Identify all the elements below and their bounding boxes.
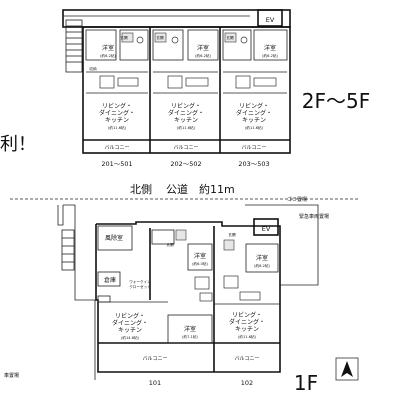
ground-unit-number-1: 101 <box>149 379 161 387</box>
unit-201-ldk-size: (約11.6帖) <box>108 125 127 130</box>
emergency-parking: 緊急車両置場 <box>299 213 329 220</box>
unit-101-bedroom: 洋室 <box>194 252 206 260</box>
street-road: 公道 <box>166 182 188 196</box>
unit-201-ldk-3: キッチン <box>105 117 129 124</box>
street-band: 北側 公道 約11m <box>10 182 360 200</box>
unit-101-balcony: バルコニー <box>143 356 168 362</box>
wind-room <box>97 225 133 251</box>
unit-101-bedroom2-size: (約7.1帖) <box>182 334 198 339</box>
upper-floor-label: 2F～5F <box>302 89 370 113</box>
unit-101-bedroom-2: 洋室 <box>184 325 196 333</box>
unit-203-ldk-2: ダイニング・ <box>236 109 272 117</box>
unit-102-plan: 洋室 (約6.2帖) 玄関 リビング・ ダイニング・ キッチン (約11.6帖)… <box>214 232 280 362</box>
ground-ev-label: EV <box>262 225 271 233</box>
unit-201-balcony: バルコニー <box>105 145 130 151</box>
upper-building-outline <box>82 26 291 154</box>
ground-building-outline <box>95 221 281 373</box>
garbage-area: ゴミ置場 <box>287 196 307 203</box>
ground-unit-number-2: 102 <box>241 379 253 387</box>
wind-room-label: 風除室 <box>105 234 123 242</box>
unit-202-plan: 洋室 (約6.2帖) 玄関 リビング・ ダイニング・ キッチン (約11.6帖)… <box>152 29 219 151</box>
unit-101-bedroom-size: (約6.0帖) <box>192 261 208 266</box>
unit-101-ldk-2: ダイニング・ <box>112 319 148 327</box>
unit-202-ldk-1: リビング・ <box>171 102 201 110</box>
street-side: 北側 <box>130 183 152 196</box>
unit-203-balcony: バルコニー <box>242 145 267 151</box>
unit-201-plan: 洋室 (約6.2帖) 玄関 収納 リビング・ ダイニング・ キッチン (約11.… <box>85 29 149 151</box>
ground-elevator <box>253 218 279 236</box>
unit-101-ldk-size: (約14.8帖) <box>121 335 140 340</box>
unit-102-ldk-size: (約11.6帖) <box>238 334 257 339</box>
unit-203-bedroom: 洋室 <box>264 44 276 52</box>
unit-102-bedroom: 洋室 <box>256 254 268 262</box>
site-left-stair <box>57 205 64 226</box>
north-arrow-icon <box>335 357 359 381</box>
unit-202-ldk-3: キッチン <box>174 117 198 124</box>
unit-101-plan: 洋室 (約6.0帖) 玄関 ウォークイン クローゼット 洋室 (約7.1帖) リ… <box>98 229 213 362</box>
unit-102-ldk-2: ダイニング・ <box>229 318 265 326</box>
unit-101-entry: 玄関 <box>166 242 174 247</box>
unit-202-ldk-size: (約11.6帖) <box>177 125 196 130</box>
partial-left-text: 利！ <box>0 134 36 155</box>
ground-floor-plan: ゴミ置場 緊急車両置場 風除室 倉庫 EV 洋室 (約6.0帖) 玄関 ウォーク… <box>4 196 359 395</box>
street-width: 約11m <box>199 182 235 196</box>
ground-floor-label: 1F <box>294 371 318 395</box>
unit-201-ldk-1: リビング・ <box>102 102 132 110</box>
storage-label: 倉庫 <box>104 276 116 284</box>
upper-unit-number-2: 202～502 <box>170 160 201 168</box>
unit-203-entry: 玄関 <box>226 35 234 40</box>
site-boundary-left <box>63 204 96 380</box>
upper-corridor <box>62 9 291 28</box>
unit-102-ldk-3: キッチン <box>235 326 259 333</box>
unit-102-ldk-1: リビング・ <box>232 311 262 319</box>
upper-unit-number-3: 203～503 <box>238 160 269 168</box>
unit-201-ldk-2: ダイニング・ <box>99 109 135 117</box>
unit-203-ldk-3: キッチン <box>242 117 266 124</box>
unit-102-entry: 玄関 <box>228 232 236 237</box>
upper-unit-number-1: 201～501 <box>101 160 132 168</box>
unit-201-bedroom: 洋室 <box>102 44 114 52</box>
unit-201-entry: 玄関 <box>120 35 128 40</box>
unit-102-bedroom-size: (約6.2帖) <box>254 263 270 268</box>
unit-203-plan: 洋室 (約6.2帖) 玄関 リビング・ ダイニング・ キッチン (約11.6帖)… <box>222 29 288 151</box>
unit-201-closet: 収納 <box>89 66 97 71</box>
unit-201-bedroom-size: (約6.2帖) <box>100 53 116 58</box>
walk-in-1: ウォークイン <box>129 279 151 284</box>
unit-202-entry: 玄関 <box>156 35 164 40</box>
upper-elevator <box>257 9 283 27</box>
upper-stair <box>65 19 83 73</box>
upper-floor-plan: EV 洋室 (約6.2帖) 玄関 収納 リビング・ ダイニング・ キッチン (約… <box>0 9 370 168</box>
unit-203-bedroom-size: (約6.2帖) <box>262 53 278 58</box>
upper-ev-label: EV <box>266 16 275 24</box>
unit-102-balcony: バルコニー <box>235 356 260 362</box>
unit-101-ldk-1: リビング・ <box>115 312 145 320</box>
storage-room <box>97 271 121 287</box>
unit-101-ldk-3: キッチン <box>118 327 142 334</box>
unit-203-ldk-size: (約11.6帖) <box>245 125 264 130</box>
unit-202-bedroom: 洋室 <box>197 44 209 52</box>
walk-in-2: クローゼット <box>129 284 151 289</box>
unit-203-ldk-1: リビング・ <box>239 102 269 110</box>
unit-202-ldk-2: ダイニング・ <box>168 109 204 117</box>
unit-202-balcony: バルコニー <box>174 145 199 151</box>
parking-fragment: 車置場 <box>4 372 19 379</box>
unit-202-bedroom-size: (約6.2帖) <box>195 53 211 58</box>
